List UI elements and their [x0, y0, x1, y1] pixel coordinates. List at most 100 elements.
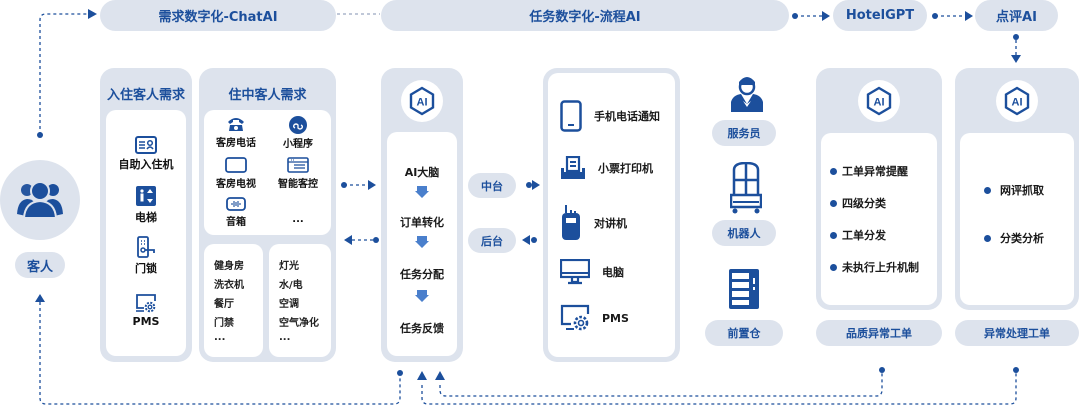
checkin-item-label: 电梯: [135, 211, 157, 224]
bullet-text: 工单分发: [842, 229, 886, 242]
stay-item: 音箱: [206, 197, 266, 228]
people-group-icon: [17, 181, 63, 219]
stay-panel-title: 住中客人需求: [228, 88, 307, 103]
checkin-item-label: PMS: [132, 315, 160, 328]
waiter-icon: [731, 77, 763, 112]
review-ai-label: 点评AI: [996, 10, 1037, 25]
quality-exception-panel: AI 工单异常提醒 四级分类 工单分发 未执行上升机制: [816, 68, 942, 310]
tv-icon: [225, 157, 247, 173]
exception-footer-label: 异常处理工单: [984, 327, 1050, 340]
bullet-text: 四级分类: [842, 197, 886, 210]
executor-label: 机器人: [727, 227, 761, 240]
speaker-icon: [226, 197, 246, 211]
guest-avatar: [0, 160, 80, 240]
checkin-item: 电梯: [106, 186, 186, 225]
notification-devices-panel: 手机电话通知 小票打印机 对讲机 电脑 PMS: [543, 68, 680, 362]
device-item: PMS: [560, 304, 629, 332]
executor-label: 前置仓: [727, 327, 761, 340]
telephone-icon: [228, 118, 244, 131]
device-item: 电脑: [560, 259, 624, 285]
bullet-dot-icon: [830, 263, 837, 271]
ai-step: 任务分配: [400, 268, 444, 281]
facility-item: 健身房: [214, 261, 244, 272]
stay-facility-list-right: 灯光 水/电 空调 空气净化 ...: [269, 244, 331, 357]
back-platform-tag: 后台: [468, 228, 516, 253]
checkin-item: 门锁: [106, 236, 186, 276]
stay-item-label: 客房电话: [216, 138, 256, 149]
bullet-dot-icon: [830, 199, 837, 207]
mobile-phone-icon: [560, 100, 582, 132]
stay-item-more: ...: [292, 214, 304, 225]
stay-item-label: 智能客控: [278, 179, 318, 190]
facility-item: 餐厅: [214, 299, 234, 310]
door-lock-icon: [137, 236, 155, 258]
walkie-talkie-icon: [562, 205, 580, 240]
review-ai-pill: 点评AI: [975, 0, 1058, 31]
receipt-printer-icon: [561, 156, 585, 179]
elevator-icon: [136, 186, 156, 206]
svg-text:AI: AI: [1012, 97, 1023, 109]
device-label: 手机电话通知: [594, 110, 660, 123]
checkin-item: PMS: [106, 293, 186, 328]
down-arrow-icon: [415, 236, 429, 248]
checkin-item-label: 自助入住机: [118, 158, 174, 171]
stay-item: 小程序: [268, 116, 328, 150]
svg-text:AI: AI: [874, 97, 885, 109]
ai-hexagon-icon: AI: [866, 86, 892, 116]
device-item: 手机电话通知: [560, 100, 660, 132]
ai-badge: AI: [996, 80, 1038, 122]
checkin-item: 自助入住机: [106, 136, 186, 172]
executor-waiter-pill: 服务员: [712, 120, 776, 146]
stay-item-label: 音箱: [226, 217, 246, 228]
exception-handling-panel: AI 网评抓取 分类分析: [955, 68, 1079, 310]
demand-ai-pill: 需求数字化-ChatAI: [100, 0, 336, 31]
hotel-gpt-pill: HotelGPT: [833, 0, 927, 31]
quality-bullet: 四级分类: [830, 195, 886, 211]
ai-hexagon-icon: AI: [1004, 86, 1030, 116]
quality-bullet: 工单异常提醒: [830, 163, 908, 179]
stay-facility-list-left: 健身房 洗衣机 餐厅 门禁 ...: [204, 244, 263, 357]
smart-control-icon: [287, 157, 309, 173]
exception-footer-pill: 异常处理工单: [955, 320, 1079, 346]
bullet-dot-icon: [830, 231, 837, 239]
task-ai-pill: 任务数字化-流程AI: [381, 0, 789, 31]
facility-item: 洗衣机: [214, 280, 244, 291]
quality-footer-pill: 品质异常工单: [816, 320, 942, 346]
svg-text:AI: AI: [417, 97, 428, 109]
executor-storage: [728, 268, 764, 316]
bullet-text: 分类分析: [1000, 232, 1044, 245]
checkin-item-label: 门锁: [135, 262, 157, 275]
stay-item: 客房电视: [206, 157, 266, 190]
executor-robot-pill: 机器人: [712, 220, 776, 246]
middle-platform-label: 中台: [481, 179, 503, 193]
checkin-demand-panel: 入住客人需求 自助入住机 电梯 门锁 PMS: [100, 68, 192, 362]
ai-step: 任务反馈: [400, 322, 444, 335]
facility-item: 空气净化: [279, 318, 319, 329]
middle-platform-tag: 中台: [468, 173, 516, 198]
bullet-text: 工单异常提醒: [842, 165, 908, 178]
hotel-gpt-label: HotelGPT: [845, 8, 915, 23]
executor-label: 服务员: [727, 127, 761, 140]
executor-storage-pill: 前置仓: [705, 320, 783, 346]
facility-item: 空调: [279, 299, 299, 310]
bullet-dot-icon: [830, 167, 837, 175]
quality-bullet: 工单分发: [830, 227, 886, 243]
id-card-icon: [135, 136, 157, 154]
device-item: 对讲机: [560, 205, 627, 241]
facility-item: 灯光: [279, 261, 299, 272]
bullet-dot-icon: [984, 186, 991, 194]
exception-bullet: 分类分析: [984, 230, 1044, 246]
device-label: 电脑: [602, 266, 624, 279]
facility-item: 水/电: [279, 280, 303, 291]
ai-brain-panel: AI AI大脑 订单转化 任务分配 任务反馈: [381, 68, 463, 362]
demand-ai-label: 需求数字化-ChatAI: [158, 10, 278, 25]
facility-item: 门禁: [214, 318, 234, 329]
bullet-text: 未执行上升机制: [842, 261, 919, 274]
device-label: 小票打印机: [598, 162, 653, 175]
exception-bullet: 网评抓取: [984, 182, 1044, 198]
robot-icon: [729, 161, 763, 214]
stay-demand-panel: 住中客人需求 客房电话 小程序 客房电视 智能客控 音箱 ... 健身房 洗衣机…: [199, 68, 336, 362]
quality-bullet: 未执行上升机制: [830, 259, 919, 275]
stay-item-label: 客房电视: [216, 179, 256, 190]
